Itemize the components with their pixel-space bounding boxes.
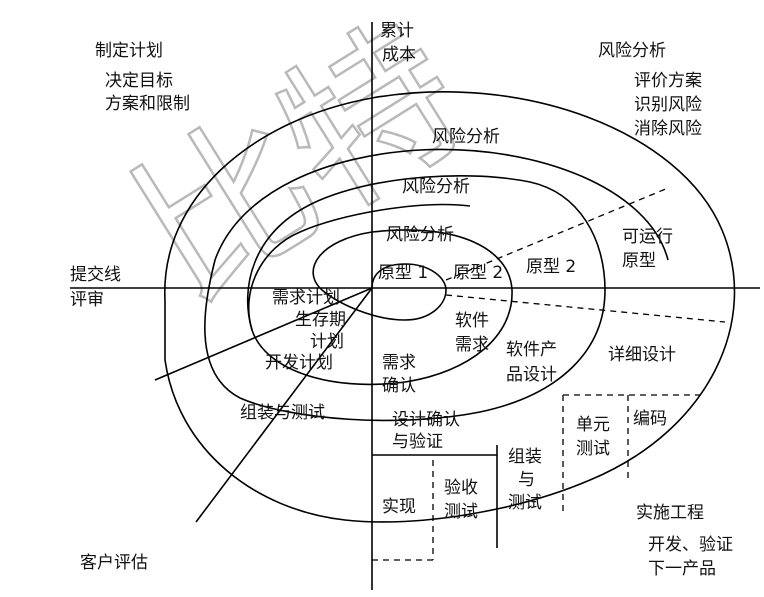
commit-line-label: 提交线 (70, 265, 121, 285)
cumulative-cost-label-1: 累计 (380, 21, 414, 41)
software-req-1: 软件 (455, 311, 489, 331)
risk-analysis-inner: 风险分析 (386, 225, 454, 245)
dev-plan: 开发计划 (265, 353, 333, 373)
review-label: 评审 (70, 290, 104, 310)
spiral-turn-3 (239, 174, 606, 422)
design-verify-2: 与验证 (392, 432, 443, 452)
req-plan-3: 计划 (310, 332, 344, 352)
spiral-turn-2 (247, 203, 513, 386)
operational-prototype-2: 原型 (622, 251, 656, 271)
prototype-2-inner: 原型 2 (453, 263, 503, 283)
integration-2: 与 (518, 470, 535, 490)
unit-test-1: 单元 (576, 415, 610, 435)
acceptance-1: 验收 (444, 478, 478, 498)
risk-line-2: 识别风险 (634, 95, 702, 115)
unit-test-2: 测试 (576, 439, 610, 459)
req-plan-2: 生存期 (295, 310, 346, 330)
coding: 编码 (633, 409, 667, 429)
risk-title: 风险分析 (598, 41, 666, 61)
dashed-radials (372, 187, 726, 561)
integration-1: 组装 (508, 447, 542, 467)
prototype-2-outer: 原型 2 (526, 257, 576, 277)
req-confirm-2: 确认 (382, 376, 416, 396)
dashed-line-upper (445, 187, 669, 281)
dashed-line-lower (445, 294, 726, 323)
spiral (164, 91, 736, 523)
risk-analysis-middle: 风险分析 (402, 177, 470, 197)
partitions (372, 445, 498, 548)
acceptance-2: 测试 (444, 502, 478, 522)
design-verify-1: 设计确认 (392, 410, 460, 430)
implement: 实现 (382, 497, 416, 517)
req-plan-1: 需求计划 (272, 288, 340, 308)
spiral-turn-4 (204, 148, 669, 399)
product-design-2: 品设计 (506, 365, 557, 385)
plan-line-1: 决定目标 (105, 71, 173, 91)
engineering-line-1: 开发、验证 (648, 535, 733, 555)
customer-lines (154, 287, 373, 523)
engineering-title: 实施工程 (636, 503, 704, 523)
customer-line-1 (154, 287, 373, 381)
customer-evaluation: 客户评估 (80, 553, 148, 573)
engineering-line-2: 下一产品 (648, 559, 716, 579)
operational-prototype-1: 可运行 (622, 227, 673, 247)
customer-line-2 (195, 287, 373, 523)
product-design-1: 软件产 (506, 340, 557, 360)
risk-line-3: 消除风险 (634, 119, 702, 139)
req-confirm-1: 需求 (382, 353, 416, 373)
risk-line-1: 评价方案 (634, 71, 702, 91)
cumulative-cost-label-2: 成本 (382, 45, 416, 65)
integrate-plan: 组装与测试 (240, 403, 325, 423)
detailed-design: 详细设计 (608, 345, 676, 365)
software-req-2: 需求 (455, 335, 489, 355)
spiral-turn-5 (164, 91, 736, 523)
plan-title: 制定计划 (95, 41, 163, 61)
integration-3: 测试 (508, 493, 542, 513)
risk-analysis-outer: 风险分析 (432, 127, 500, 147)
spiral-turn-1 (321, 263, 447, 321)
plan-line-2: 方案和限制 (105, 94, 190, 114)
prototype-1: 原型 1 (378, 263, 428, 283)
